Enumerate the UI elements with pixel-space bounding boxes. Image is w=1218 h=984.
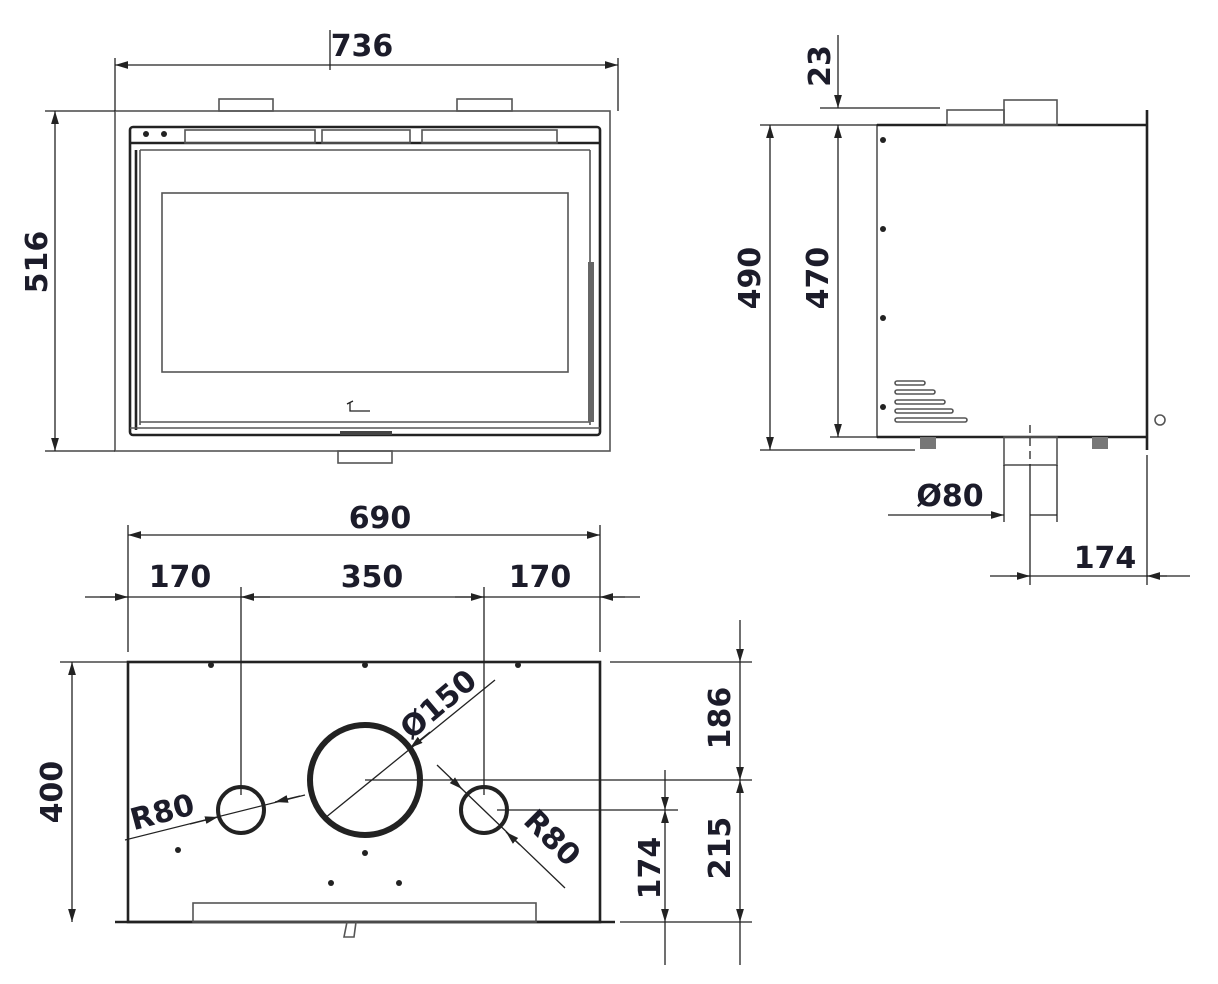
brand-logo: [346, 400, 370, 412]
left-radius-label: R80: [127, 788, 199, 839]
side-flue-diameter-label: Ø80: [916, 479, 983, 514]
center-to-back-label: 215: [703, 817, 738, 880]
bottom-view: 690 170 350 170 400 186 215 174 Ø150: [35, 501, 752, 965]
body-height-label: 470: [801, 247, 836, 310]
right-offset-label: 170: [509, 560, 572, 595]
total-height-label: 490: [733, 247, 768, 310]
side-outlet-offset-label: 174: [633, 837, 668, 900]
right-radius-label: R80: [516, 803, 587, 874]
vent-slots: [894, 380, 968, 423]
main-flue-diameter-label: Ø150: [394, 663, 484, 746]
left-offset-label: 170: [149, 560, 212, 595]
depth-label: 400: [35, 761, 70, 824]
side-view: 23 490 470 Ø80 174: [733, 35, 1190, 585]
front-to-center-label: 186: [703, 687, 738, 750]
bottom-width-label: 690: [349, 501, 412, 536]
front-height-label: 516: [20, 231, 55, 294]
front-width-label: 736: [331, 29, 394, 64]
flue-depth-label: 174: [1074, 541, 1137, 576]
front-view: 736 516: [20, 29, 619, 464]
top-offset-label: 23: [803, 45, 838, 87]
center-spacing-label: 350: [341, 560, 404, 595]
